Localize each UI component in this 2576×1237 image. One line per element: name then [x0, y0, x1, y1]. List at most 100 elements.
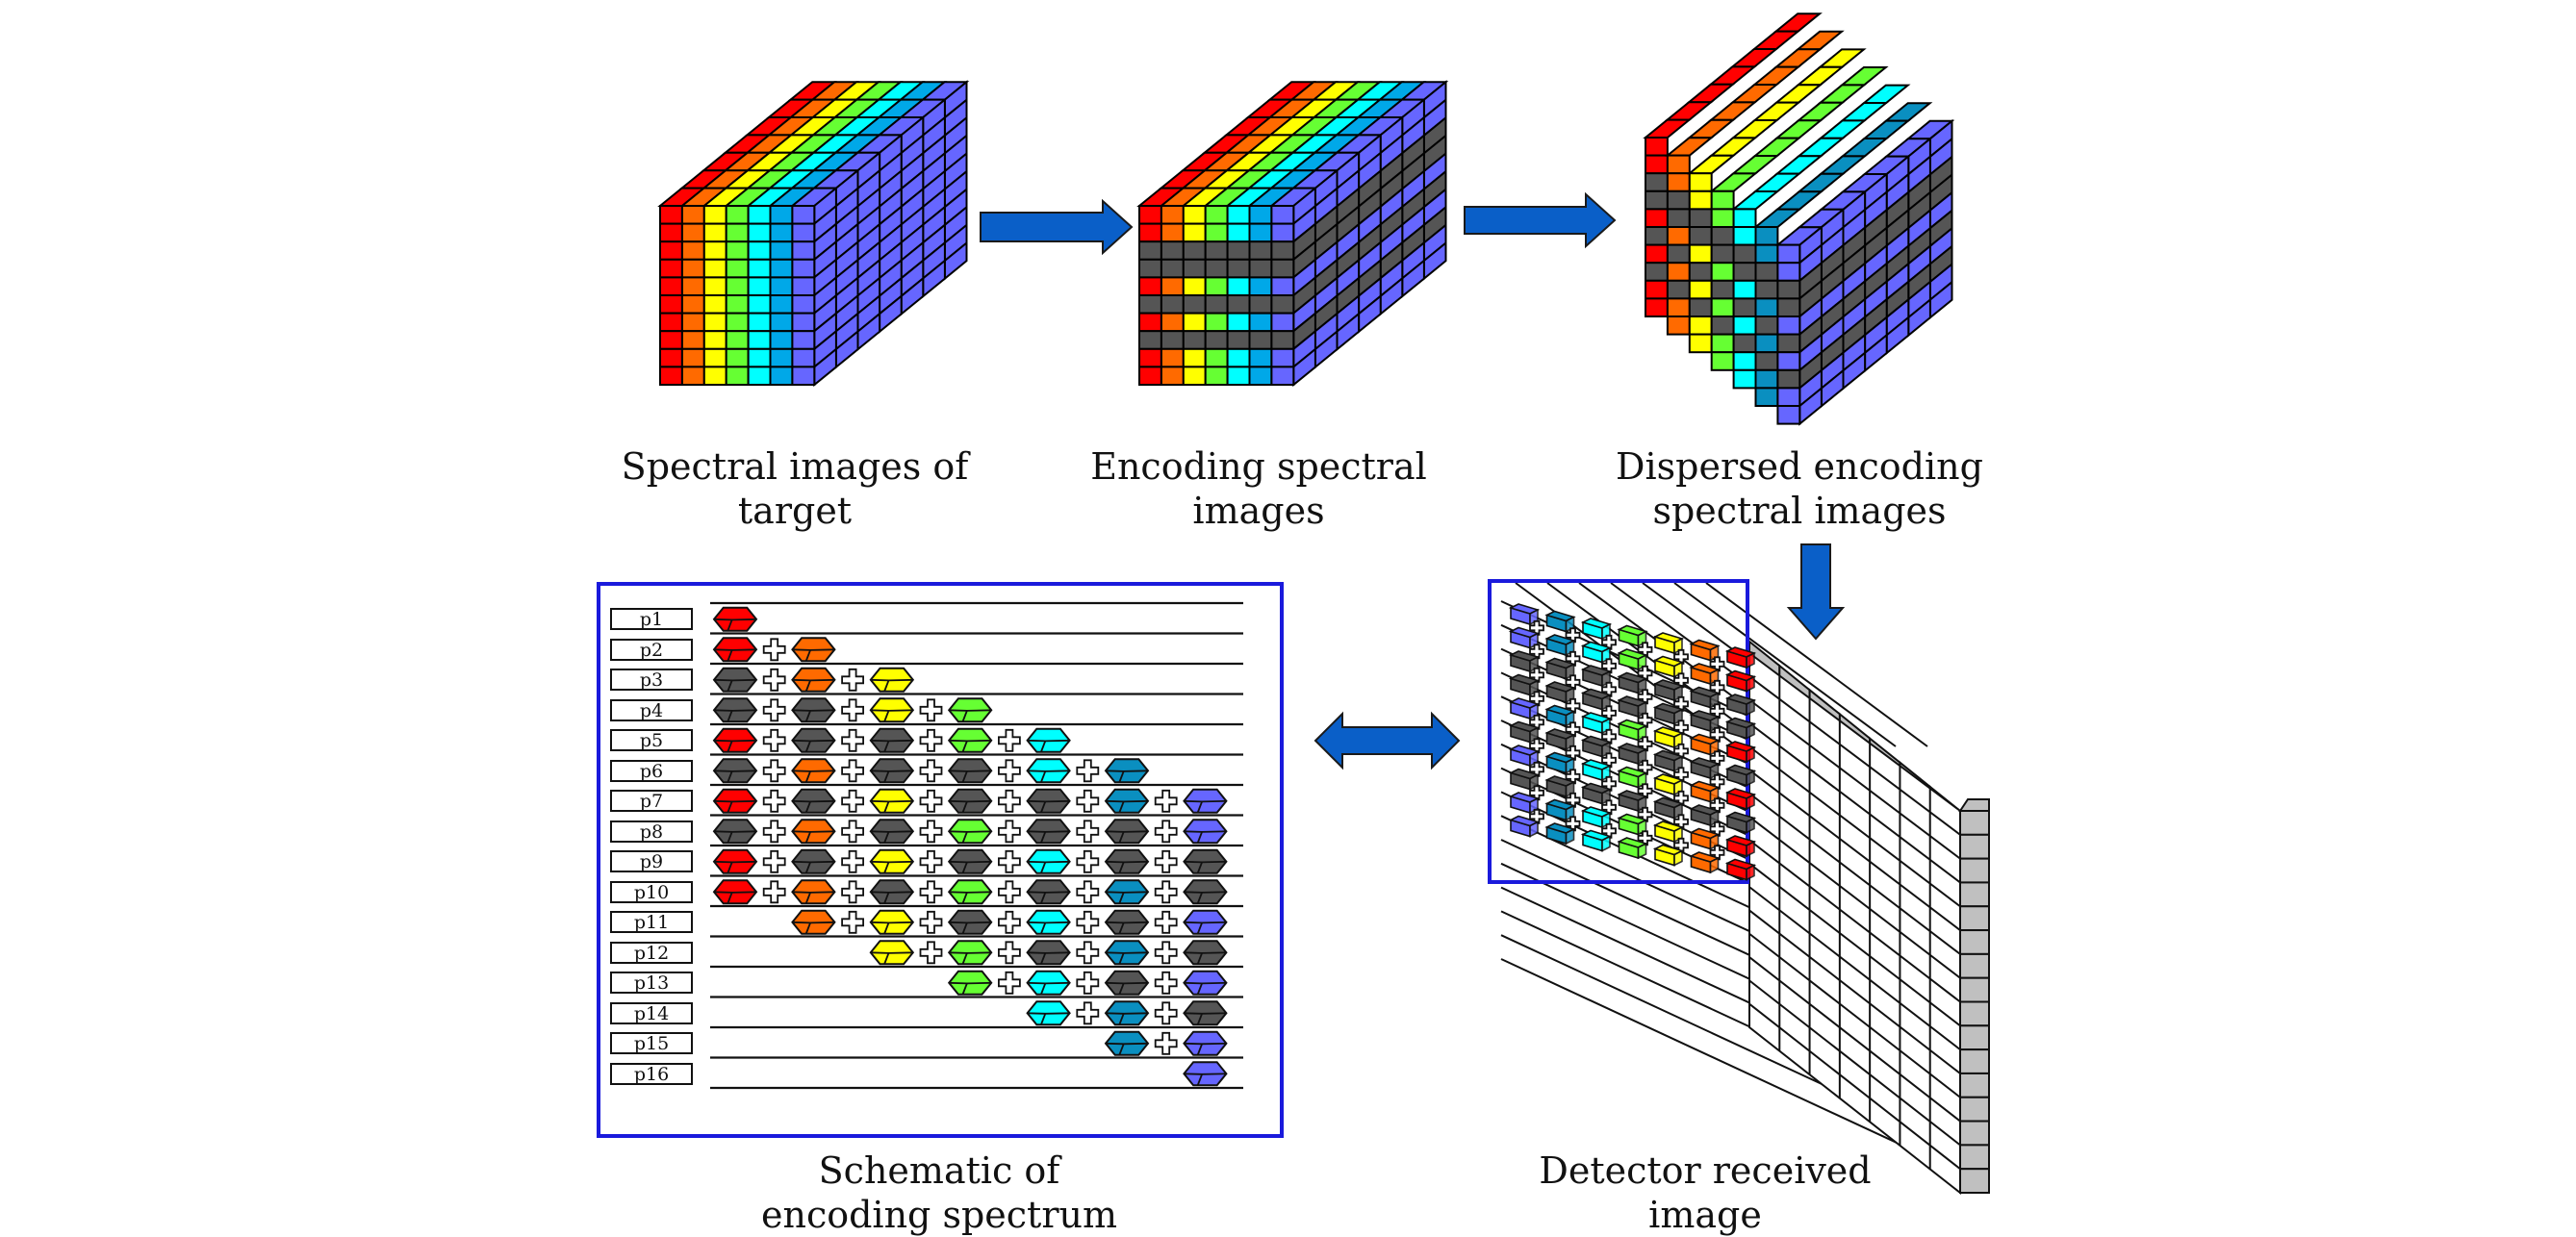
dispersed-top-cell [1796, 172, 1847, 193]
cube-front-cell [791, 276, 816, 296]
detector-row-line [1748, 909, 1961, 1074]
cube-front-cell [1226, 205, 1251, 225]
band-cube-edge [713, 618, 757, 621]
mosaic-brick-side [1746, 817, 1755, 834]
plus-icon [1673, 695, 1689, 712]
band-cube-edge [870, 739, 913, 743]
dispersed-front-cell [1754, 316, 1779, 336]
band-cube-edge [1027, 951, 1070, 954]
dispersed-top-cell [1818, 119, 1868, 139]
band-cube-edge [870, 770, 913, 772]
dispersed-front-cell [1688, 226, 1713, 246]
dispersed-front-cell [1710, 189, 1735, 211]
plus-icon [1601, 728, 1617, 745]
row-label-p10: p10 [610, 880, 693, 903]
row-label-p6: p6 [610, 759, 693, 782]
cube-front-cell [1138, 294, 1162, 315]
plus-icon [1565, 697, 1581, 714]
cube-front-cell [791, 330, 816, 350]
band-cube-edge [804, 922, 811, 935]
plus-icon [1076, 789, 1100, 813]
detector-pixel [1959, 857, 1990, 884]
dispersed-front-cell [1776, 297, 1801, 317]
dispersed-front-cell [1754, 333, 1779, 354]
row-label-p9: p9 [610, 850, 693, 873]
band-cube-edge [1027, 799, 1070, 803]
plus-icon [762, 638, 786, 662]
cube-front-cell [1270, 366, 1295, 386]
cube-front-cell [769, 222, 794, 243]
plus-icon [1154, 880, 1178, 904]
cube-front-cell [1270, 347, 1295, 368]
cube-front-cell [1160, 205, 1185, 225]
band-cube-edge [727, 680, 733, 693]
cube-front-cell [1160, 294, 1185, 315]
caption-line: image [1648, 1194, 1762, 1236]
band-cube-edge [883, 710, 890, 722]
cube-front-cell [1248, 258, 1273, 279]
detector-pixel [1959, 976, 1990, 1003]
cube-front-cell [680, 205, 705, 225]
dispersed-front-cell [1754, 226, 1779, 246]
plus-icon [1154, 971, 1178, 995]
cube-front-cell [659, 222, 683, 243]
plus-icon [1673, 790, 1689, 806]
plus-icon [919, 698, 943, 722]
plus-icon [841, 820, 864, 844]
plus-icon [762, 759, 786, 783]
band-cube-edge [804, 770, 811, 783]
cube-front-cell [680, 366, 705, 386]
dispersed-top-cell [1752, 137, 1802, 157]
band-cube-edge [949, 830, 992, 833]
dispersed-top-cell [1708, 172, 1759, 192]
cube-front-cell [1226, 240, 1251, 261]
cube-front-cell [702, 240, 727, 261]
band-cube-edge [792, 860, 835, 864]
band-cube-edge [949, 799, 992, 803]
plus-icon [841, 910, 864, 934]
mosaic-brick-side [1746, 793, 1755, 811]
plus-icon [1565, 721, 1581, 738]
cube-front-cell [1160, 312, 1185, 333]
dispersed-top-cell [1729, 48, 1779, 68]
dispersed-front-cell [1732, 333, 1757, 354]
band-cube-edge [949, 709, 992, 712]
detector-row-line [1748, 675, 1961, 836]
dispersed-front-cell [1710, 243, 1735, 265]
dispersed-front-cell [1732, 297, 1757, 317]
plus-icon [919, 849, 943, 873]
detector-row-line [1748, 722, 1961, 884]
band-cube-edge [1027, 891, 1070, 894]
cube-front-cell [659, 205, 683, 225]
plus-icon [1601, 681, 1617, 697]
plus-icon [1601, 634, 1617, 650]
dispersed-front-cell [1688, 208, 1713, 228]
detector-row-line [1748, 769, 1961, 931]
plus-icon [841, 880, 864, 904]
detector-pixel [1959, 1168, 1990, 1194]
dispersed-front-cell [1645, 172, 1669, 192]
plus-icon [762, 820, 786, 844]
band-cube-edge [1118, 801, 1125, 814]
plus-icon [1637, 712, 1653, 728]
band-cube-edge [961, 770, 968, 783]
cube-front-cell [1204, 347, 1229, 368]
plus-icon [1673, 719, 1689, 736]
band-cube-edge [727, 831, 733, 844]
detector-face [1748, 651, 1961, 1196]
cube-front-cell [1182, 312, 1207, 333]
plus-icon [998, 971, 1021, 995]
cube-front-cell [769, 258, 794, 279]
band-cube-edge [1105, 981, 1149, 985]
band-cube-edge [713, 860, 757, 864]
band-cube-edge [1040, 801, 1047, 814]
flow-arrows [980, 191, 1846, 770]
cube-front-cell [725, 294, 750, 315]
cube-front-cell [769, 205, 794, 225]
band-cube-edge [883, 741, 890, 753]
plus-icon [1076, 1001, 1100, 1025]
caption-line: Spectral images of [621, 445, 969, 488]
dispersed-front-cell [1688, 189, 1713, 211]
dispersed-front-cell [1688, 243, 1713, 265]
band-cube-edge [1196, 831, 1203, 844]
